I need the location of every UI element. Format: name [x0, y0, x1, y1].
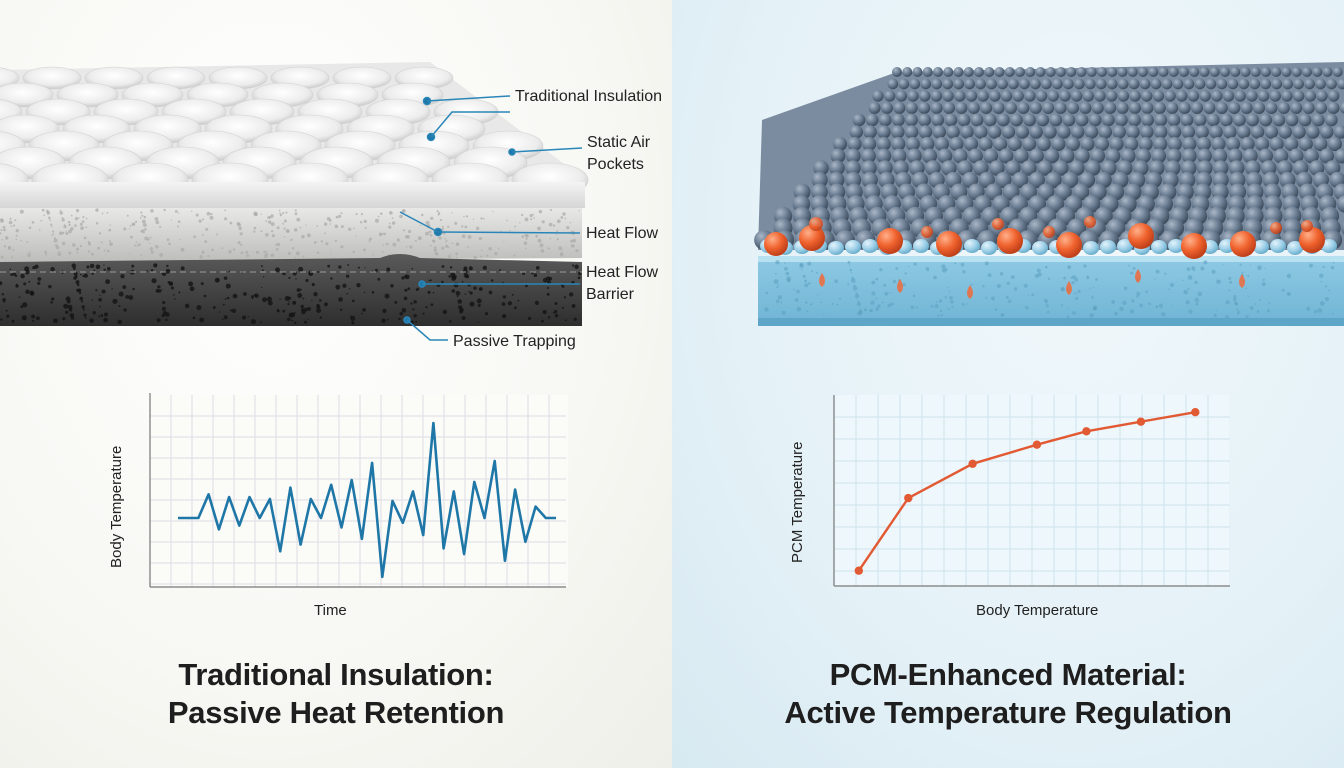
gray-beads — [754, 67, 1344, 250]
traditional-insulation-illustration — [0, 62, 589, 588]
pcm-data-point — [904, 493, 913, 503]
pcm-data-points — [854, 408, 1200, 575]
label-heat-flow-barrier: Heat Flow Barrier — [586, 264, 659, 303]
pcm-data-point — [1082, 427, 1091, 436]
pcm-data-point — [854, 566, 863, 575]
quilt-front-edge — [0, 182, 585, 208]
dark-layer-pores — [0, 263, 582, 325]
quilt-puffs — [0, 66, 589, 198]
traditional-insulation-panel: Traditional Insulation Static Air Pocket… — [0, 0, 672, 768]
label-static-air-pockets: Static Air Pockets — [587, 134, 651, 173]
left-panel-title: Traditional Insulation: Passive Heat Ret… — [167, 657, 505, 730]
right-panel-title: PCM-Enhanced Material: Active Temperatur… — [784, 657, 1232, 730]
pcm-temperature-chart — [833, 395, 1230, 587]
right-chart-xlabel: Body Temperature — [976, 602, 1099, 619]
pcm-material-panel: PCM Temperature Body Temperature PCM-Enh… — [672, 0, 1344, 768]
pcm-data-point — [968, 459, 977, 468]
callout-leaders — [399, 95, 583, 341]
pcm-material-illustration — [754, 62, 1344, 587]
blue-base-layer — [758, 258, 1344, 326]
left-chart-xlabel: Time — [314, 602, 347, 619]
body-temperature-chart — [149, 393, 568, 588]
label-traditional-insulation: Traditional Insulation — [515, 88, 663, 105]
right-chart-ylabel: PCM Temperature — [789, 441, 806, 563]
orange-pcm-beads — [764, 216, 1325, 259]
label-heat-flow: Heat Flow — [586, 225, 659, 242]
base-layer-pores — [764, 260, 1335, 319]
pcm-data-point — [1191, 408, 1200, 417]
pcm-data-point — [1032, 440, 1042, 449]
heat-droplets — [819, 269, 1245, 299]
middle-layer-pores — [0, 208, 580, 260]
body-temperature-series — [178, 421, 556, 579]
label-passive-trapping: Passive Trapping — [453, 333, 576, 350]
left-chart-ylabel: Body Temperature — [108, 445, 125, 568]
pcm-data-point — [1136, 417, 1146, 426]
